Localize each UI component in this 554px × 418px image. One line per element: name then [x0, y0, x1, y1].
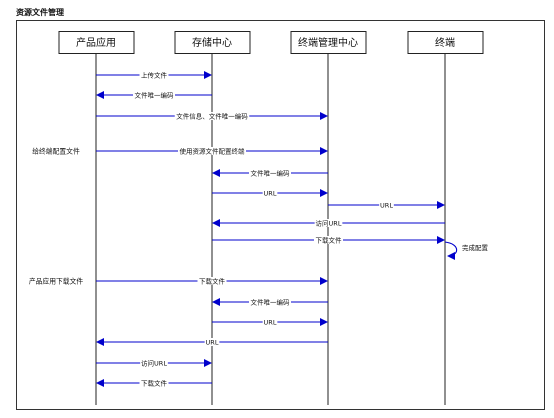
message-label-bg-15 — [139, 379, 169, 387]
message-label-13: URL — [206, 339, 219, 347]
message-label-bg-2 — [174, 112, 250, 120]
participant-storage — [174, 31, 251, 54]
diagram-frame — [16, 20, 545, 410]
message-15: 下载文件 — [96, 379, 212, 388]
message-arrow-9 — [444, 241, 458, 260]
message-label-bg-10 — [197, 277, 227, 285]
message-label-bg-4 — [249, 169, 291, 177]
message-13: URL — [96, 338, 328, 347]
message-label-bg-13 — [204, 338, 220, 346]
participant-app — [58, 31, 135, 54]
message-label-11: 文件唯一编码 — [251, 298, 291, 307]
message-1: 文件唯一编码 — [96, 91, 212, 100]
message-label-3: 使用资源文件配置终端 — [180, 147, 246, 156]
message-6: URL — [328, 201, 445, 210]
message-2: 文件信息、文件唯一编码 — [96, 112, 328, 121]
participant-label-app: 产品应用 — [76, 36, 116, 49]
participant-label-terminal: 终端 — [435, 36, 455, 49]
message-label-9: 完成配置 — [462, 243, 489, 252]
message-7: 访问URL — [212, 219, 445, 228]
message-label-10: 下载文件 — [199, 277, 226, 286]
message-label-7: 访问URL — [316, 219, 342, 228]
message-label-bg-12 — [262, 318, 278, 326]
message-4: 文件唯一编码 — [212, 169, 328, 178]
message-label-4: 文件唯一编码 — [251, 169, 291, 178]
message-label-0: 上传文件 — [141, 71, 168, 80]
message-label-12: URL — [264, 319, 277, 327]
participant-terminal — [407, 31, 484, 54]
message-label-15: 下载文件 — [141, 379, 168, 388]
message-label-bg-14 — [140, 359, 168, 367]
message-label-6: URL — [380, 202, 393, 210]
message-label-bg-3 — [178, 147, 246, 155]
note-label-10: 产品应用下载文件 — [29, 277, 84, 286]
note-label-3: 给终端配置文件 — [32, 147, 80, 156]
message-label-bg-1 — [133, 91, 175, 99]
message-label-bg-5 — [262, 189, 278, 197]
message-12: URL — [212, 318, 328, 327]
message-label-bg-8 — [314, 236, 343, 244]
message-label-bg-6 — [379, 201, 394, 209]
message-9: 完成配置 — [444, 241, 489, 260]
message-label-5: URL — [264, 190, 277, 198]
message-3: 使用资源文件配置终端 给终端配置文件 — [32, 147, 328, 156]
message-label-8: 下载文件 — [316, 236, 343, 245]
participant-label-terminal_mgmt: 终端管理中心 — [298, 36, 358, 49]
message-label-bg-11 — [249, 298, 291, 306]
message-11: 文件唯一编码 — [212, 298, 328, 307]
message-label-bg-0 — [139, 71, 169, 79]
message-label-1: 文件唯一编码 — [135, 91, 175, 100]
message-5: URL — [212, 189, 328, 198]
message-0: 上传文件 — [96, 71, 212, 80]
message-label-14: 访问URL — [141, 359, 167, 368]
diagram-title: 资源文件管理 — [16, 7, 64, 17]
participant-terminal_mgmt — [290, 31, 367, 54]
message-10: 下载文件 产品应用下载文件 — [29, 277, 328, 286]
message-14: 访问URL — [96, 359, 212, 368]
message-label-2: 文件信息、文件唯一编码 — [176, 112, 248, 121]
participant-label-storage: 存储中心 — [192, 36, 232, 49]
message-label-bg-7 — [314, 219, 343, 227]
message-8: 下载文件 — [212, 236, 445, 245]
